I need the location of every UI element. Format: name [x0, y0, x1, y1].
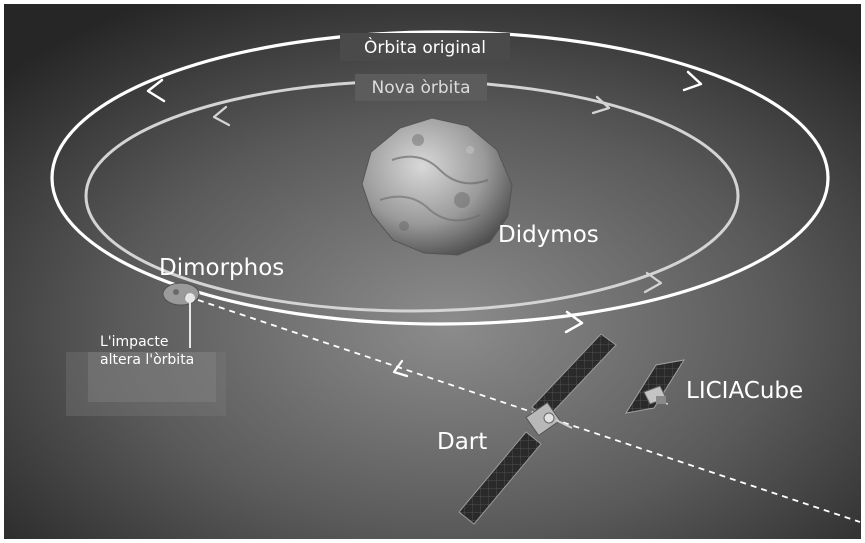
new-orbit-arrow-icon	[643, 271, 663, 294]
impact-label-line1: L'impacte	[100, 334, 168, 350]
original-orbit-path	[50, 30, 830, 326]
new-orbit-label-box	[355, 74, 487, 101]
new-orbit-arrow-icon	[591, 95, 611, 115]
impact-label-line2: altera l'òrbita	[100, 352, 194, 368]
original-orbit-arrow-icon	[682, 70, 703, 92]
new-orbit-arrow-icon	[212, 105, 231, 127]
liciacube-label: LICIACube	[686, 378, 803, 404]
impact-shade-box	[66, 352, 226, 416]
original-orbit-arrow-icon	[564, 310, 584, 334]
dimorphos-moonlet-icon	[162, 282, 200, 306]
impact-shade-box-inner	[88, 352, 216, 402]
new-orbit-label: Nova òrbita	[372, 78, 471, 98]
didymos-asteroid-icon	[361, 117, 513, 256]
dart-spacecraft-icon	[458, 333, 617, 525]
liciacube-cubesat-icon	[624, 359, 686, 414]
original-orbit-label-box	[340, 33, 510, 61]
didymos-label: Didymos	[498, 222, 599, 248]
original-orbit-arrow-icon	[146, 78, 166, 103]
dart-trajectory-arrow-icon	[392, 359, 409, 378]
dimorphos-label: Dimorphos	[159, 255, 284, 281]
original-orbit-label: Òrbita original	[364, 36, 486, 58]
dart-solar-array-lower	[458, 431, 542, 525]
dart-label: Dart	[437, 429, 487, 455]
